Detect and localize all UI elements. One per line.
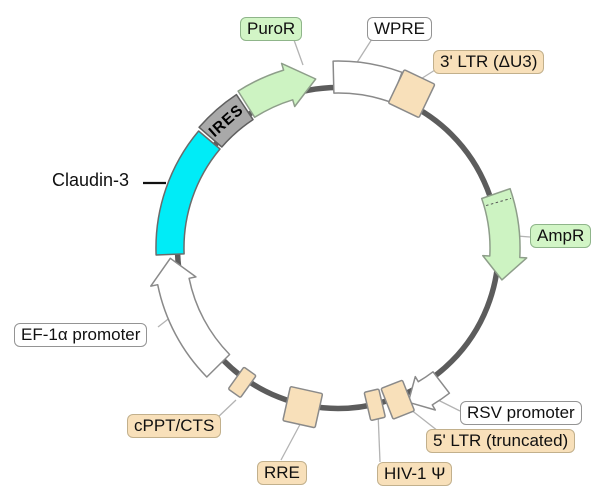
label-psi: HIV-1 Ψ [377, 462, 453, 487]
label-puror: PuroR [240, 17, 303, 42]
feature-ltr5-block [380, 379, 415, 420]
feature-cppt-block [228, 366, 257, 398]
label-ltr3: 3' LTR (ΔU3) [433, 50, 545, 75]
feature-ef1a-arrow [150, 257, 231, 378]
feature-ires [198, 93, 254, 148]
label-rre: RRE [257, 461, 307, 486]
label-wpre: WPRE [367, 17, 432, 42]
leader-line-psi [377, 411, 381, 463]
feature-ampr-arrow [480, 187, 528, 281]
leader-line-wpre [355, 38, 373, 65]
feature-rre-block [282, 386, 324, 429]
label-ef1a: EF-1α promoter [14, 323, 148, 348]
feature-puror-arrow [237, 62, 317, 119]
feature-claudin3 [155, 130, 221, 256]
label-ltr5: 5' LTR (truncated) [426, 429, 576, 454]
feature-ltr3-block [388, 69, 436, 118]
leader-line-puror [293, 39, 304, 66]
feature-ampr-boundary-dashes [485, 197, 512, 207]
feature-psi-block [363, 388, 386, 422]
label-rsv: RSV promoter [460, 401, 582, 426]
label-cppt: cPPT/CTS [127, 414, 222, 439]
feature-rsv-arrow [407, 371, 451, 411]
label-ampr: AmpR [530, 224, 592, 249]
label-claudin3: Claudin-3 [52, 170, 130, 190]
